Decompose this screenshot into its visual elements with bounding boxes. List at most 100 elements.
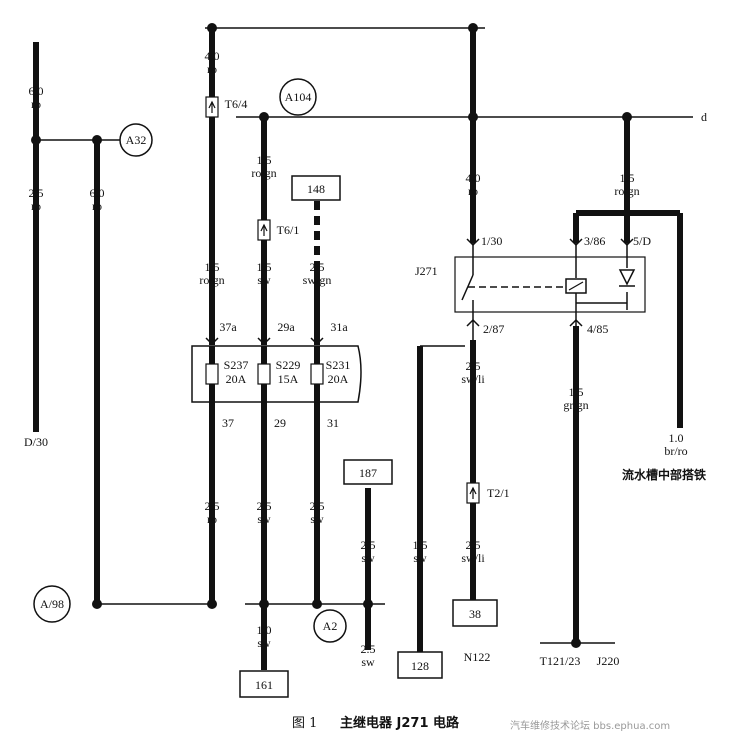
- p287-label: 2/87: [483, 322, 504, 336]
- p386-label: 3/86: [584, 234, 605, 248]
- node-a98-left: [92, 599, 102, 609]
- s237-amps: 20A: [226, 372, 247, 386]
- j271-label: J271: [415, 264, 438, 278]
- j-size-top: 4.0: [466, 171, 481, 185]
- s229-amps: 15A: [278, 372, 299, 386]
- r-col-top: ro/gn: [614, 184, 639, 198]
- t64-label: T6/4: [225, 97, 248, 111]
- box38-label: 38: [469, 607, 481, 621]
- p5d-label: 5/D: [633, 234, 651, 248]
- r-size-top: 1.5: [620, 171, 635, 185]
- conn-29a: [257, 337, 271, 346]
- fuse-s237: [205, 363, 219, 385]
- p37-label: 37: [222, 416, 234, 430]
- w31-col: sw/gn: [303, 273, 332, 287]
- box128-label: 128: [411, 659, 429, 673]
- node-a32: [92, 135, 102, 145]
- node-top-left: [207, 23, 217, 33]
- ro4-col: ro: [207, 62, 217, 76]
- d30-col: ro: [31, 97, 41, 111]
- j-col-top: ro: [468, 184, 478, 198]
- conn-37a: [205, 337, 219, 346]
- circle-a2: [313, 609, 347, 643]
- n-col: sw/li: [461, 372, 485, 386]
- gnd-size: 1.0: [669, 431, 684, 445]
- a98-label: A/98: [40, 597, 64, 611]
- s161-size: 1.0: [257, 623, 272, 637]
- j220-label: J220: [597, 654, 620, 668]
- b29-col: sw: [257, 512, 271, 526]
- p130-label: 1/30: [481, 234, 502, 248]
- box148-label: 148: [307, 182, 325, 196]
- w37-col: ro/gn: [199, 273, 224, 287]
- watermark: 汽车维修技术论坛 bbs.ephua.com: [510, 719, 670, 732]
- w29-col: sw: [257, 273, 271, 287]
- s229-label: S229: [276, 358, 301, 372]
- w37-size: 1.5: [205, 260, 220, 274]
- a32-label: A32: [126, 133, 147, 147]
- a2-label: A2: [323, 619, 338, 633]
- node-d-right: [622, 112, 632, 122]
- node-j220: [571, 638, 581, 648]
- box161-label: 161: [255, 678, 273, 692]
- fuse-s231: [310, 363, 324, 385]
- b31-size: 2.5: [310, 499, 325, 513]
- w128-col: sw: [413, 551, 427, 565]
- node-d30: [31, 135, 41, 145]
- b29-size: 2.5: [257, 499, 272, 513]
- a2-size: 2.5: [361, 642, 376, 656]
- a32-size: 6.0: [90, 186, 105, 200]
- node-top-right: [468, 23, 478, 33]
- n-size: 2.5: [466, 359, 481, 373]
- caption-title: 主继电器 J271 电路: [340, 715, 460, 731]
- s231-label: S231: [326, 358, 351, 372]
- box-38: [452, 599, 498, 627]
- j220-size: 1.5: [569, 385, 584, 399]
- a104-label: A104: [285, 90, 312, 104]
- s161-col: sw: [257, 636, 271, 650]
- d30-col2: ro: [31, 199, 41, 213]
- b37-col: ro: [207, 512, 217, 526]
- n-size2: 2.5: [466, 538, 481, 552]
- caption-fig: 图 1: [292, 716, 317, 731]
- s237-label: S237: [224, 358, 249, 372]
- p29a-label: 29a: [277, 320, 295, 334]
- box-148: [291, 175, 341, 201]
- n122-label: N122: [464, 650, 491, 664]
- p29-label: 29: [274, 416, 286, 430]
- p31-label: 31: [327, 416, 339, 430]
- box187-label: 187: [359, 466, 377, 480]
- node-187-bottom: [363, 599, 373, 609]
- s187-size: 2.5: [361, 538, 376, 552]
- w128-size: 1.5: [413, 538, 428, 552]
- node-a98-right: [207, 599, 217, 609]
- p37a-label: 37a: [219, 320, 237, 334]
- inline-connectors: [205, 96, 480, 504]
- w31-size: 2.5: [310, 260, 325, 274]
- gnd-note: 流水槽中部搭铁: [622, 467, 706, 482]
- p31a-label: 31a: [330, 320, 348, 334]
- node-29-bottom: [259, 599, 269, 609]
- w29-size-top: 1.5: [257, 153, 272, 167]
- s231-amps: 20A: [328, 372, 349, 386]
- box-187: [343, 459, 393, 485]
- a32-col: ro: [92, 199, 102, 213]
- b31-col: sw: [310, 512, 324, 526]
- conn-31a: [310, 337, 324, 346]
- circle-a32: [119, 123, 153, 157]
- d30-end: D/30: [24, 435, 48, 449]
- n-col2: sw/li: [461, 551, 485, 565]
- ro4-size: 4.0: [205, 49, 220, 63]
- t21-label: T2/1: [487, 486, 510, 500]
- s187-col: sw: [361, 551, 375, 565]
- box-161: [239, 670, 289, 698]
- a2-col: sw: [361, 655, 375, 669]
- box-128: [397, 651, 443, 679]
- d30-size: 6.0: [29, 84, 44, 98]
- d30-size2: 2.5: [29, 186, 44, 200]
- circle-a98: [33, 585, 71, 623]
- node-d-mid: [468, 112, 478, 122]
- w29-size: 1.5: [257, 260, 272, 274]
- gnd-col: br/ro: [664, 444, 687, 458]
